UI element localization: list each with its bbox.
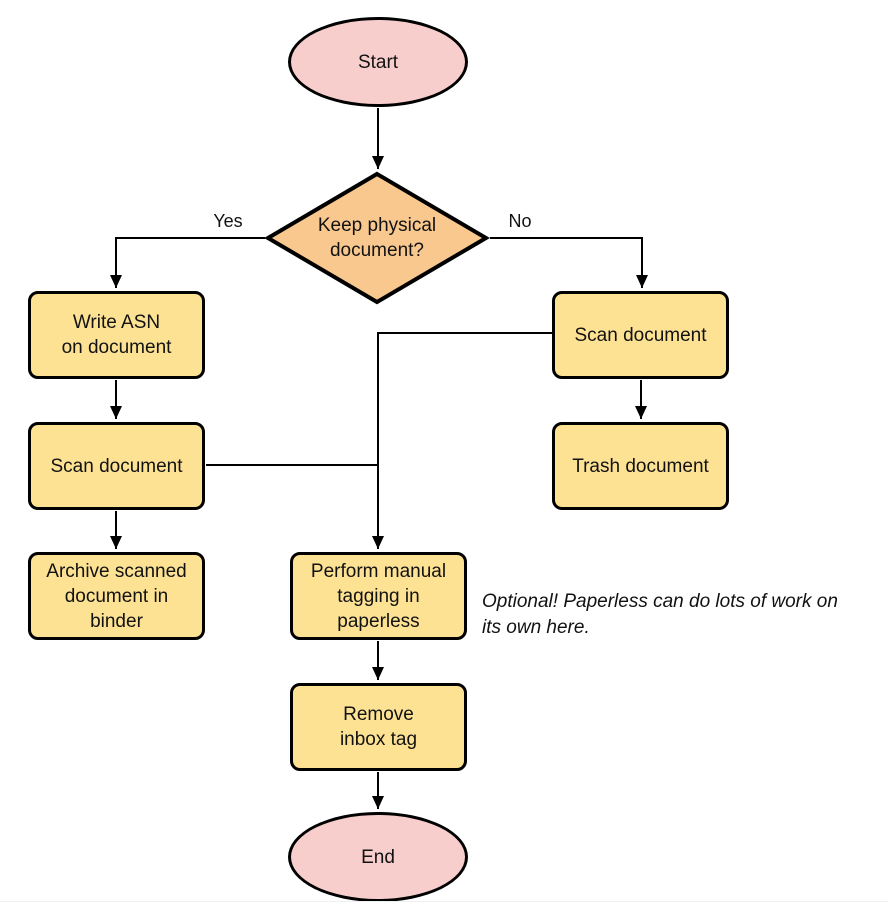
node-scan-document-left-label: Scan document (50, 455, 183, 477)
edge-scanright-to-tagging (372, 332, 552, 549)
node-manual-tagging-label: Perform manual tagging in paperless (310, 560, 447, 632)
node-manual-tagging: Perform manual tagging in paperless (290, 552, 467, 640)
node-archive-document: Archive scanned document in binder (28, 552, 205, 640)
node-remove-inbox-tag-label: Remove inbox tag (339, 704, 418, 750)
edge-label-yes: Yes (213, 211, 243, 231)
node-archive-document-label: Archive scanned document in binder (46, 560, 187, 632)
node-end: End (288, 812, 468, 902)
node-end-label: End (361, 846, 395, 868)
node-trash-document-label: Trash document (572, 455, 709, 477)
diamond-shape (264, 171, 490, 305)
node-remove-inbox-tag: Remove inbox tag (290, 683, 467, 771)
node-start-label: Start (357, 51, 399, 73)
node-scan-document-left: Scan document (28, 422, 205, 510)
bottom-divider (0, 901, 888, 902)
edge-decision-no (490, 237, 648, 288)
node-scan-document-right: Scan document (552, 291, 729, 379)
node-start: Start (288, 17, 468, 107)
node-write-asn: Write ASN on document (28, 291, 205, 379)
node-trash-document: Trash document (552, 422, 729, 510)
edge-decision-yes (110, 237, 265, 288)
node-decision-label: Keep physical document? (317, 215, 437, 261)
node-scan-document-right-label: Scan document (574, 324, 707, 346)
edge-label-no: No (508, 211, 532, 231)
node-decision: Keep physical document? (264, 171, 490, 305)
note-optional-text: Optional! Paperless can do lots of work … (482, 591, 838, 638)
node-write-asn-label: Write ASN on document (61, 312, 172, 358)
